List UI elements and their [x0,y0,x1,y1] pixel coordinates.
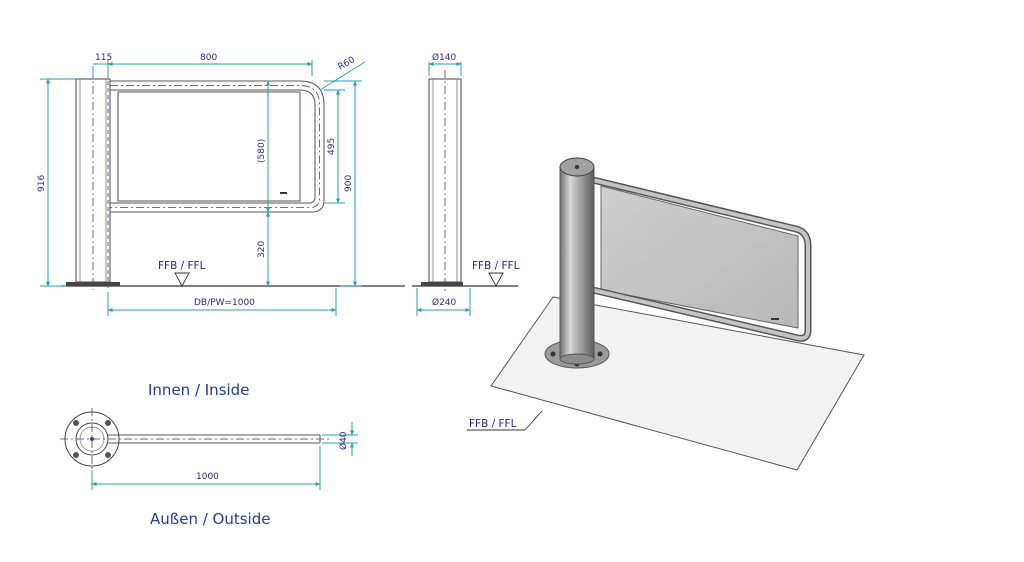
label-inside: Innen / Inside [148,381,249,399]
dim-900: 900 [344,175,354,192]
dim-495: 495 [327,138,337,155]
dim-d240: Ø240 [432,297,457,308]
dim-db-pw: DB/PW=1000 [194,298,255,308]
iso-post [559,166,595,360]
iso-view: FFB / FFL [467,157,865,471]
iso-panel [600,185,799,329]
dim-d40: Ø40 [338,431,349,450]
dim-916: 916 [37,175,47,192]
front-panel [117,91,301,202]
side-floor-label: FFB / FFL [472,260,520,272]
dim-580: (580) [257,139,267,163]
front-frame-tube [110,80,325,213]
dim-115: 115 [95,53,112,63]
side-view: Ø140 Ø240 FFB / FFL [412,52,520,316]
dim-800: 800 [200,53,217,63]
dim-320: 320 [257,241,267,258]
top-view: Innen / Inside Außen / Outside 1000 Ø40 [60,381,358,528]
front-view: 115 800 R60 916 (580) 320 495 900 DB/PW=… [37,53,405,316]
label-outside: Außen / Outside [150,510,270,528]
front-floor-label: FFB / FFL [158,260,206,272]
iso-floor-label: FFB / FFL [469,418,517,430]
dim-1000: 1000 [196,472,219,482]
dim-d140: Ø140 [432,52,457,63]
dim-r60: R60 [337,55,358,73]
